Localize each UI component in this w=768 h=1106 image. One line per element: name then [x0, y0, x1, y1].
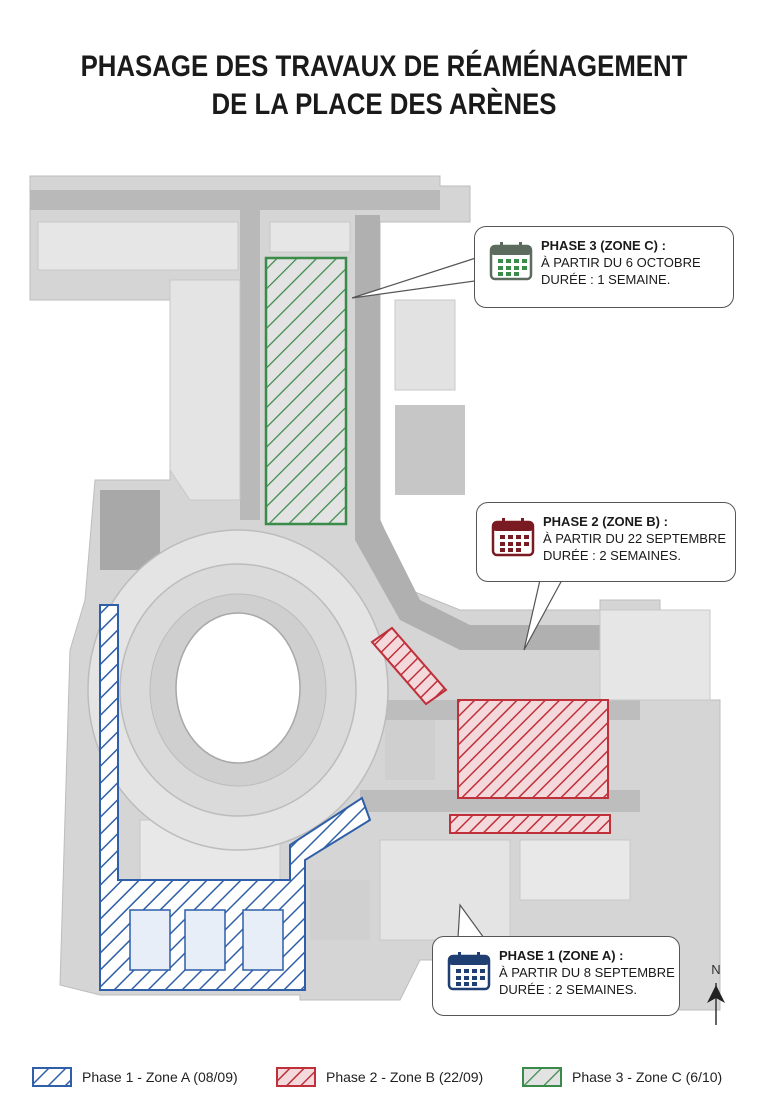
legend-item-phase-3: Phase 3 - Zone C (6/10) [522, 1066, 722, 1088]
legend-item-phase-1: Phase 1 - Zone A (08/09) [32, 1066, 238, 1088]
zone-c [264, 256, 348, 526]
callout-phase-1: PHASE 1 (ZONE A) : À PARTIR DU 8 SEPTEMB… [432, 936, 680, 1016]
legend: Phase 1 - Zone A (08/09) Phase 2 - Zone … [0, 1060, 768, 1094]
callout-2-start: À PARTIR DU 22 SEPTEMBRE [543, 531, 727, 546]
callout-phase-3: PHASE 3 (ZONE C) : À PARTIR DU 6 OCTOBRE… [474, 226, 734, 308]
title-line-1: PHASAGE DES TRAVAUX DE RÉAMÉNAGEMENT [80, 50, 688, 83]
map-title: PHASAGE DES TRAVAUX DE RÉAMÉNAGEMENT DE … [54, 48, 714, 124]
north-arrow-icon: N [707, 962, 725, 1025]
arena [87, 529, 389, 851]
legend-item-phase-2: Phase 2 - Zone B (22/09) [276, 1066, 483, 1088]
calendar-icon [489, 242, 533, 281]
legend-swatch-red [276, 1067, 316, 1087]
callout-3-phase: PHASE 3 (ZONE C) : [541, 238, 666, 253]
legend-label-phase-1: Phase 1 - Zone A (08/09) [82, 1069, 238, 1085]
callout-3-start: À PARTIR DU 6 OCTOBRE [541, 255, 701, 270]
callout-1-phase: PHASE 1 (ZONE A) : [499, 948, 624, 963]
callout-phase-2: PHASE 2 (ZONE B) : À PARTIR DU 22 SEPTEM… [476, 502, 736, 582]
callout-pointers [351, 255, 564, 939]
calendar-icon [447, 952, 491, 991]
callout-2-duration: DURÉE : 2 SEMAINES. [543, 548, 681, 563]
legend-label-phase-3: Phase 3 - Zone C (6/10) [572, 1069, 723, 1085]
legend-label-phase-2: Phase 2 - Zone B (22/09) [326, 1069, 484, 1085]
title-line-2: DE LA PLACE DES ARÈNES [211, 88, 557, 121]
calendar-icon [491, 518, 535, 557]
zone-b [370, 626, 611, 834]
callout-1-duration: DURÉE : 2 SEMAINES. [499, 982, 637, 997]
zone-a [99, 604, 372, 991]
callout-2-phase: PHASE 2 (ZONE B) : [543, 514, 668, 529]
legend-swatch-green [522, 1067, 562, 1087]
callout-3-duration: DURÉE : 1 SEMAINE. [541, 272, 671, 287]
legend-swatch-blue [32, 1067, 72, 1087]
callout-1-start: À PARTIR DU 8 SEPTEMBRE [499, 965, 675, 980]
north-label: N [711, 962, 720, 977]
